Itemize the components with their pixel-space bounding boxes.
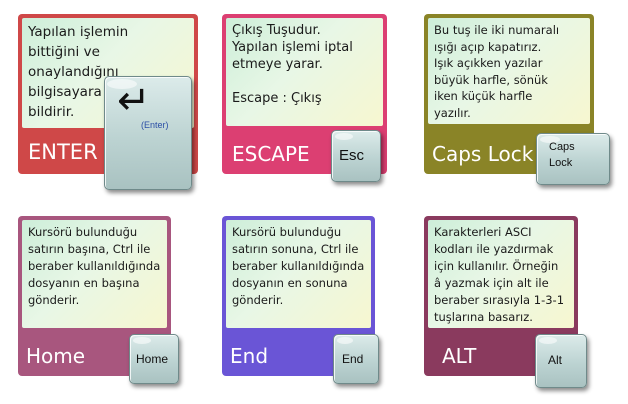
home-title: Home: [26, 344, 86, 368]
end-key-label: End: [342, 352, 364, 366]
escape-key-label: Esc: [339, 147, 365, 164]
alt-key[interactable]: Alt: [535, 334, 587, 388]
home-description: Kursörü bulunduğu satırın başına, Ctrl i…: [22, 220, 167, 328]
alt-title: ALT: [442, 344, 477, 368]
escape-key[interactable]: Esc: [331, 130, 381, 182]
end-key[interactable]: End: [333, 334, 379, 384]
capslock-title: Caps Lock: [432, 142, 534, 166]
end-title: End: [230, 344, 269, 368]
home-key[interactable]: Home: [129, 334, 179, 384]
capslock-key-label-line1: Caps: [549, 141, 575, 153]
return-arrow-icon: ↵: [117, 78, 151, 124]
enter-key[interactable]: ↵ (Enter): [104, 76, 192, 190]
enter-key-label: (Enter): [141, 120, 169, 130]
escape-card: Çıkış Tuşudur. Yapılan işlemi iptal etme…: [222, 14, 387, 174]
end-description: Kursörü bulunduğu satırın sonuna, Ctrl i…: [226, 220, 371, 328]
escape-description: Çıkış Tuşudur. Yapılan işlemi iptal etme…: [226, 18, 383, 126]
alt-key-label: Alt: [548, 353, 563, 367]
capslock-card: Bu tuş ile iki numaralı ışığı açıp kapat…: [424, 14, 594, 174]
capslock-description: Bu tuş ile iki numaralı ışığı açıp kapat…: [428, 18, 590, 124]
capslock-key[interactable]: Caps Lock: [536, 133, 610, 185]
enter-title: ENTER: [28, 140, 98, 164]
escape-title: ESCAPE: [232, 142, 310, 166]
capslock-key-label-line2: Lock: [549, 157, 573, 169]
home-key-label: Home: [136, 352, 169, 366]
enter-description: Yapılan işlemin bittiğini ve onaylandığı…: [22, 18, 194, 128]
alt-description: Karakterleri ASCI kodları ile yazdırmak …: [428, 220, 574, 328]
alt-card: Karakterleri ASCI kodları ile yazdırmak …: [424, 216, 578, 376]
